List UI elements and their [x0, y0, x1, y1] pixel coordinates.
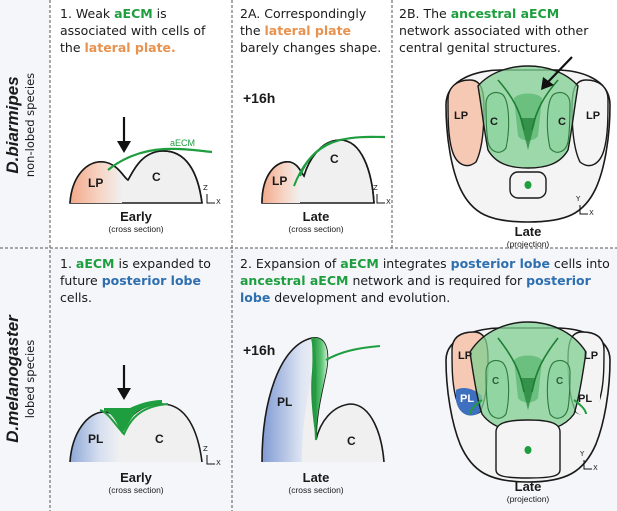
pl-label: PL: [88, 432, 104, 446]
caption-melanogaster-2: 2. Expansion of aECM integrates posterio…: [240, 256, 610, 305]
axis-indicator-yx-2: [583, 460, 592, 470]
stage-label-late: Late(cross section): [288, 470, 344, 495]
c-label: C: [347, 434, 356, 448]
c-right-label: C: [558, 116, 566, 128]
species-type: lobed species: [23, 339, 37, 419]
arrow-diagonal-icon: [547, 56, 573, 83]
axis-x-label: X: [216, 459, 221, 467]
species-label-biarmipes: D.biarmipes non-lobed species: [3, 65, 47, 185]
melanogaster-early-cross-section: [69, 365, 203, 463]
axis-y-label: Y: [576, 195, 581, 203]
axis-x-label: X: [386, 198, 391, 206]
pl-left-label: PL: [460, 393, 475, 405]
melanogaster-late-cross-section: [261, 337, 385, 463]
species-column-background: [0, 0, 50, 511]
pl-label: PL: [277, 395, 293, 409]
axis-z-label: Z: [203, 445, 208, 453]
stage-label-projection: Late(projection): [506, 479, 550, 504]
axis-indicator-yx-1: [579, 205, 588, 215]
species-label-melanogaster: D.melanogaster lobed species: [3, 306, 47, 452]
c-left-label: C: [490, 116, 498, 128]
aecm-label: aECM: [170, 138, 196, 148]
time-label: +16h: [243, 90, 276, 106]
lp-right-label: LP: [586, 110, 601, 122]
species-name: D.melanogaster: [3, 315, 22, 443]
stage-label-early: Early(cross section): [108, 470, 164, 495]
c-label: C: [330, 152, 339, 166]
axis-indicator-zx-3: [206, 455, 215, 465]
axis-z-label: Z: [203, 184, 208, 192]
axis-z-label: Z: [373, 184, 378, 192]
lp-left-label: LP: [458, 350, 473, 362]
biarmipes-projection: [445, 56, 611, 223]
c-right-label: C: [556, 376, 564, 387]
melanogaster-projection: [445, 321, 611, 483]
stage-label-late: Late(cross section): [288, 209, 344, 234]
axis-indicator-zx-1: [206, 194, 215, 204]
lp-right-label: LP: [584, 350, 599, 362]
biarmipes-early-cross-section: [69, 117, 213, 204]
axis-x-label: X: [216, 198, 221, 206]
lp-label: LP: [88, 176, 104, 190]
time-label: +16h: [243, 342, 276, 358]
axis-y-label: Y: [580, 450, 585, 458]
biarmipes-late-cross-section: [261, 135, 386, 204]
lp-label: LP: [272, 174, 288, 188]
pl-right-label: PL: [578, 393, 593, 405]
caption-biarmipes-1: 1. Weak aECM is associated with cells of…: [60, 6, 206, 55]
axis-x-label: X: [593, 464, 598, 472]
stage-label-early: Early(cross section): [108, 209, 164, 234]
lp-left-label: LP: [454, 110, 469, 122]
caption-biarmipes-2b: 2B. The ancestral aECM network associate…: [399, 6, 589, 55]
c-label: C: [152, 170, 161, 184]
stage-label-projection: Late(projection): [506, 224, 550, 249]
species-name: D.biarmipes: [3, 76, 22, 174]
species-type: non-lobed species: [23, 72, 37, 178]
c-label: C: [155, 432, 164, 446]
caption-melanogaster-1: 1. aECM is expanded to future posterior …: [60, 256, 211, 305]
caption-biarmipes-2a: 2A. Correspondingly the lateral plate ba…: [240, 6, 382, 55]
c-left-label: C: [492, 376, 500, 387]
axis-indicator-zx-2: [376, 194, 385, 204]
axis-x-label: X: [589, 209, 594, 217]
